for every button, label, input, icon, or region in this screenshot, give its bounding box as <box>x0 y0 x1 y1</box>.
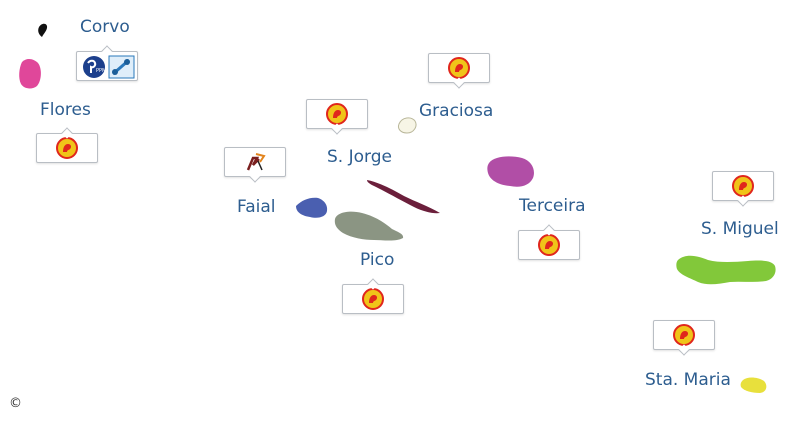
label-graciosa[interactable]: Graciosa <box>419 101 494 121</box>
island-sta-maria[interactable] <box>740 377 767 393</box>
ps-rose-icon <box>362 288 384 310</box>
ps-rose-icon <box>673 324 695 346</box>
island-corvo[interactable] <box>38 23 48 37</box>
label-terceira[interactable]: Terceira <box>519 196 586 216</box>
label-pico[interactable]: Pico <box>360 250 395 270</box>
mpt-party-icon <box>108 55 135 79</box>
callout-flores[interactable] <box>36 133 98 163</box>
island-faial[interactable] <box>296 197 328 218</box>
svg-text:PPM: PPM <box>96 68 106 74</box>
ps-rose-icon <box>732 175 754 197</box>
label-sta-maria[interactable]: Sta. Maria <box>645 370 731 390</box>
ppm-party-icon: PPM <box>83 56 106 78</box>
island-graciosa[interactable] <box>398 117 417 134</box>
label-s-miguel[interactable]: S. Miguel <box>701 219 779 239</box>
label-s-jorge[interactable]: S. Jorge <box>327 147 392 167</box>
callout-s-miguel[interactable] <box>712 171 774 201</box>
callout-pico[interactable] <box>342 284 404 314</box>
label-corvo[interactable]: Corvo <box>80 17 130 37</box>
ps-rose-icon <box>448 57 470 79</box>
callout-corvo[interactable]: PPM <box>76 51 138 81</box>
ps-rose-icon <box>538 234 560 256</box>
callout-sta-maria[interactable] <box>653 320 715 350</box>
ps-rose-icon <box>326 103 348 125</box>
callout-graciosa[interactable] <box>428 53 490 83</box>
island-s-jorge[interactable] <box>367 180 440 214</box>
psd-arrow-icon <box>246 153 266 171</box>
island-pico[interactable] <box>334 211 404 241</box>
callout-faial[interactable] <box>224 147 286 177</box>
ps-rose-icon <box>56 137 78 159</box>
callout-terceira[interactable] <box>518 230 580 260</box>
island-s-miguel[interactable] <box>676 255 776 285</box>
label-flores[interactable]: Flores <box>40 100 91 120</box>
label-faial[interactable]: Faial <box>237 197 276 217</box>
callout-s-jorge[interactable] <box>306 99 368 129</box>
copyright-icon: © <box>9 396 22 411</box>
island-terceira[interactable] <box>487 156 534 187</box>
island-flores[interactable] <box>19 59 41 89</box>
